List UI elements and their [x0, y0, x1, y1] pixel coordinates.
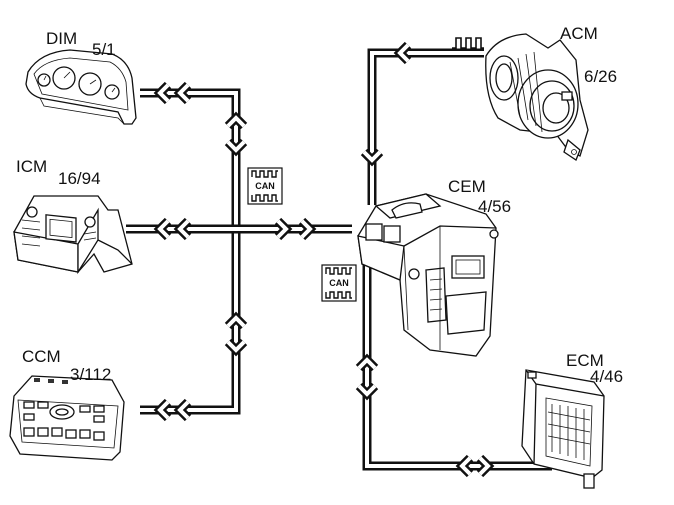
can-label: CAN	[255, 181, 275, 191]
acm-code-label: 6/26	[584, 67, 617, 86]
arrow-mark-inner	[177, 83, 190, 103]
arrow-mark-inner	[478, 456, 491, 476]
cem-code-label: 4/56	[478, 197, 511, 216]
arrow-mark-inner	[357, 384, 377, 397]
ecm-device	[521, 369, 605, 489]
arrow-mark-inner	[226, 115, 246, 128]
arrow-mark-inner	[226, 315, 246, 328]
ccm-name-label: CCM	[22, 347, 61, 366]
arrow-mark-inner	[276, 219, 289, 239]
arrow-mark-inner	[362, 150, 382, 163]
ecm-code-label: 4/46	[590, 367, 623, 386]
cem-device	[357, 193, 499, 357]
icm-device	[13, 195, 133, 275]
arrow-mark-inner	[226, 140, 246, 153]
bidirectional-arrow-icon	[153, 41, 495, 478]
dim-device	[25, 49, 137, 125]
square-wave-icon	[452, 37, 484, 49]
arrow-mark-inner	[157, 219, 170, 239]
arrow-mark-inner	[177, 219, 190, 239]
dim-code-label: 5/1	[92, 40, 116, 59]
arrow-mark-inner	[397, 43, 410, 63]
ccm-device	[9, 375, 125, 461]
arrow-mark-inner	[226, 340, 246, 353]
ccm-code-label: 3/112	[70, 365, 111, 384]
arrow-mark-inner	[157, 83, 170, 103]
arrow-mark-inner	[157, 400, 170, 420]
cem-name-label: CEM	[448, 177, 486, 196]
arrow-mark-inner	[357, 357, 377, 370]
can-label: CAN	[329, 278, 349, 288]
can-bus-icon: CAN	[321, 264, 357, 302]
ecm-name-label: ECM	[566, 351, 604, 370]
icm-code-label: 16/94	[58, 169, 101, 188]
can-bus-left	[126, 88, 352, 415]
icm-name-label: ICM	[16, 157, 47, 176]
acm-name-label: ACM	[560, 24, 598, 43]
arrow-mark-inner	[459, 456, 472, 476]
dim-name-label: DIM	[46, 29, 77, 48]
acm-device	[485, 33, 589, 161]
can-bus-icon: CAN	[247, 167, 283, 205]
arrow-mark-inner	[300, 219, 313, 239]
arrow-mark-inner	[177, 400, 190, 420]
